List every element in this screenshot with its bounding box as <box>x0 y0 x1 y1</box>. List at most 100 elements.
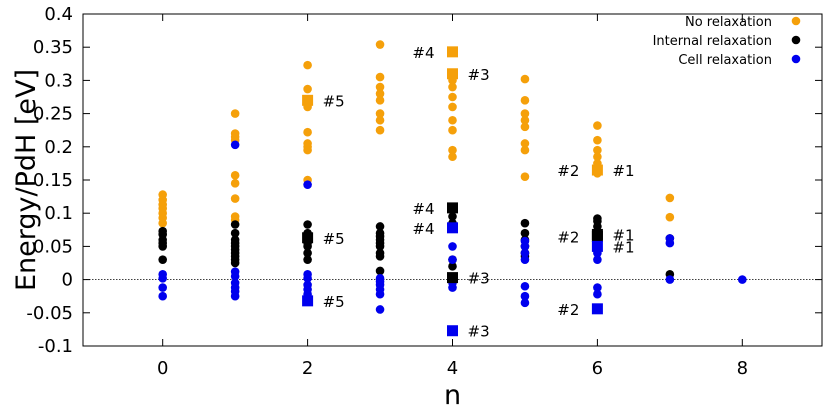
data-point <box>230 220 240 229</box>
legend-label: Cell relaxation <box>678 53 772 68</box>
highlighted-structures: #5#5#5#4#3#4#4#3#3#2#1#2#1#1#2 <box>302 44 635 341</box>
data-point <box>665 238 675 248</box>
data-point <box>303 180 312 189</box>
data-point <box>520 96 530 105</box>
highlight-square <box>591 303 603 315</box>
y-tick-label: -0.05 <box>26 303 73 324</box>
data-point <box>375 125 385 135</box>
data-point <box>303 60 312 70</box>
data-point <box>303 145 312 155</box>
data-point <box>448 115 457 125</box>
data-point <box>375 289 385 299</box>
data-point <box>375 222 385 231</box>
highlight-label: #3 <box>468 270 490 288</box>
data-point <box>593 289 602 299</box>
data-point <box>230 194 240 203</box>
highlight-label: #5 <box>323 293 345 311</box>
y-tick-label: 0.3 <box>44 70 73 91</box>
highlight-label: #1 <box>612 238 634 256</box>
data-point <box>520 145 530 155</box>
y-axis-title: Energy/PdH [eV] <box>11 69 42 291</box>
data-point <box>230 171 240 180</box>
data-point <box>375 242 385 251</box>
data-point <box>375 96 385 105</box>
data-point <box>230 228 240 238</box>
data-point <box>665 193 675 203</box>
data-point <box>448 283 457 292</box>
data-point <box>375 109 385 118</box>
data-point <box>230 258 240 268</box>
data-point <box>520 74 530 84</box>
data-point <box>230 271 240 281</box>
highlight-square <box>447 325 458 337</box>
data-point <box>158 255 167 264</box>
data-point <box>158 242 167 251</box>
data-point <box>158 218 167 228</box>
highlight-square <box>591 164 603 176</box>
highlight-label: #5 <box>323 230 345 248</box>
legend-label: Internal relaxation <box>653 34 772 49</box>
y-tick-label: 0.05 <box>33 236 73 257</box>
data-point <box>375 82 385 92</box>
highlight-square <box>447 202 458 214</box>
data-point <box>593 121 602 130</box>
highlight-square <box>447 46 458 58</box>
data-point <box>665 275 675 284</box>
highlight-square <box>302 295 314 307</box>
data-point <box>448 152 457 162</box>
data-point <box>158 273 167 283</box>
data-point <box>593 135 602 145</box>
data-point <box>520 172 530 181</box>
data-point <box>375 40 385 49</box>
data-point <box>448 262 457 271</box>
data-point <box>375 252 385 261</box>
data-point <box>158 291 167 301</box>
legend-marker <box>791 35 801 45</box>
x-axis-title: n <box>444 380 461 411</box>
x-tick-label: 6 <box>592 358 603 379</box>
y-tick-label: 0.15 <box>33 170 73 191</box>
data-point <box>375 266 385 276</box>
data-point <box>520 139 530 148</box>
data-point <box>520 228 530 238</box>
data-point <box>303 273 312 283</box>
data-point <box>375 89 385 98</box>
data-point <box>158 283 167 292</box>
x-tick-label: 8 <box>737 358 748 379</box>
data-point <box>375 72 385 82</box>
highlight-square <box>447 222 458 234</box>
data-point <box>303 220 312 229</box>
y-tick-label: -0.1 <box>38 336 73 357</box>
data-point <box>520 115 530 125</box>
highlight-label: #3 <box>468 323 490 341</box>
y-tick-label: 0 <box>62 270 73 291</box>
data-point <box>448 82 457 92</box>
data-point <box>448 125 457 135</box>
highlight-label: #3 <box>468 66 490 84</box>
highlight-label: #1 <box>612 226 634 244</box>
highlight-square <box>447 272 458 284</box>
data-point <box>665 212 675 222</box>
data-point <box>520 281 530 291</box>
legend-label: No relaxation <box>685 15 772 30</box>
data-point <box>520 242 530 251</box>
highlight-label: #5 <box>323 92 345 110</box>
data-point <box>230 179 240 188</box>
data-point <box>520 109 530 118</box>
data-point <box>303 248 312 258</box>
data-point <box>593 152 602 162</box>
data-point <box>448 255 457 264</box>
highlight-label: #2 <box>557 228 579 246</box>
data-point <box>520 248 530 258</box>
x-tick-label: 4 <box>447 358 458 379</box>
data-point <box>230 291 240 301</box>
data-point <box>375 115 385 125</box>
data-point <box>448 145 457 155</box>
data-point <box>303 255 312 264</box>
highlight-square <box>302 232 314 244</box>
y-tick-label: 0.25 <box>33 104 73 125</box>
highlight-label: #1 <box>612 162 634 180</box>
highlight-square <box>591 240 603 252</box>
